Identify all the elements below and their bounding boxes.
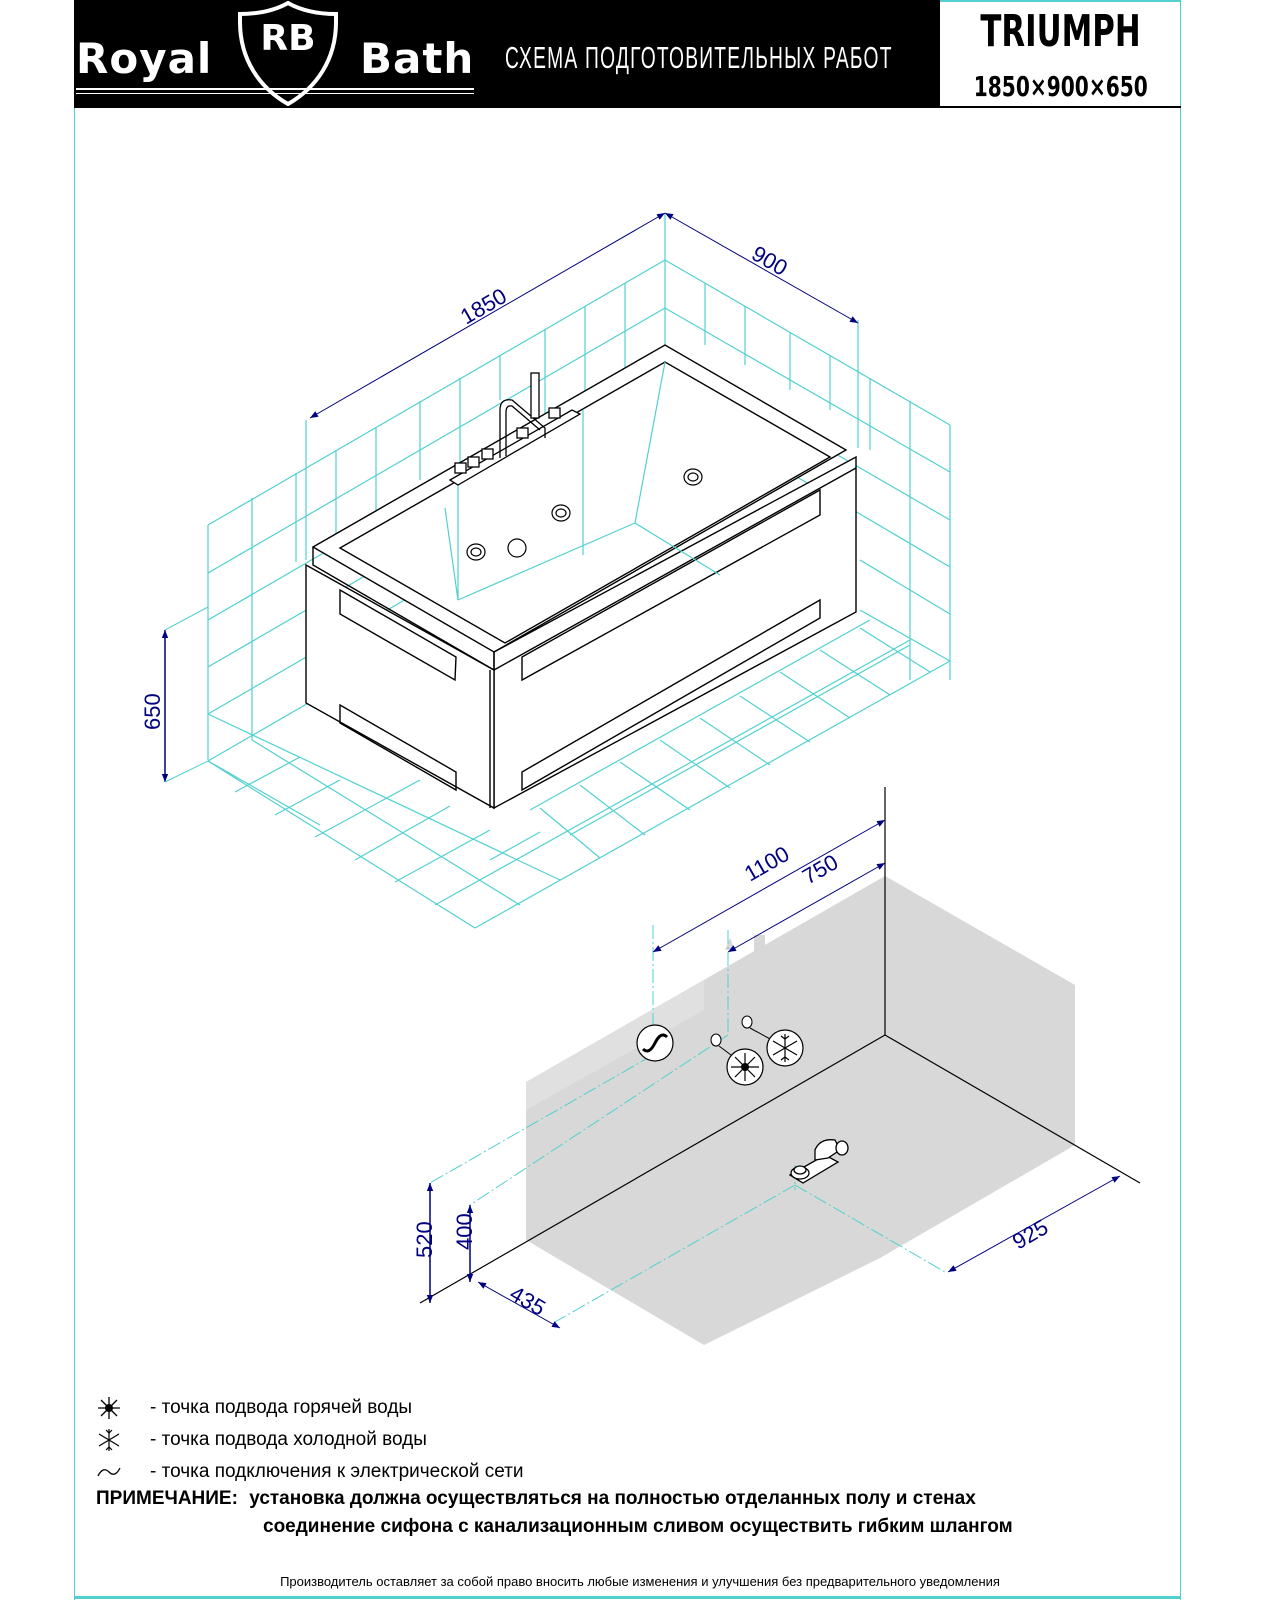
model-name: TRIUMPH (980, 6, 1141, 57)
note-line-2: соединение сифона с канализационным слив… (263, 1516, 1013, 1537)
brand-name-right: Bath (360, 34, 475, 83)
bathtub-interior (444, 361, 721, 601)
dim-water-height-label: 400 (452, 1213, 477, 1250)
bathtub (305, 344, 857, 810)
lower-wall-lines (419, 787, 1141, 1304)
header-banner (74, 0, 940, 108)
dim-water-offset-label: 750 (798, 849, 842, 889)
legend-power-text: - точка подключения к электрической сети (150, 1461, 524, 1482)
hydromassage-jets (466, 468, 703, 561)
faucet-mixer (448, 372, 582, 486)
page-title: СХЕМА ПОДГОТОВИТЕЛЬНЫХ РАБОТ (505, 40, 893, 75)
note-label: ПРИМЕЧАНИЕ: (96, 1488, 238, 1509)
note-line-1: установка должна осуществляться на полно… (249, 1488, 976, 1509)
cold-water-icon (96, 1427, 136, 1453)
dim-power-offset-label: 1100 (740, 841, 793, 886)
brand-monogram: RB (260, 18, 315, 59)
water-inlets (710, 1015, 773, 1059)
note: ПРИМЕЧАНИЕ: установка должна осуществлят… (96, 1488, 1013, 1537)
siphon-drain (788, 1139, 849, 1184)
dim-power-height-label: 520 (412, 1221, 437, 1258)
legend-item-cold-water: - точка подвода холодной воды (96, 1424, 523, 1456)
legend: - точка подвода горячей воды - точка под… (96, 1392, 523, 1488)
disclaimer: Производитель оставляет за собой право в… (280, 1574, 1000, 1589)
hot-water-icon (96, 1395, 136, 1421)
bottom-border (74, 1596, 1181, 1599)
dim-drain-wall-label: 435 (506, 1281, 550, 1321)
model-box: TRIUMPH 1850×900×650 (940, 0, 1181, 108)
legend-hot-water-text: - точка подвода горячей воды (150, 1397, 413, 1418)
dim-drain-side-label: 925 (1008, 1214, 1052, 1254)
dim-height-label: 650 (140, 693, 165, 730)
legend-item-hot-water: - точка подвода горячей воды (96, 1392, 523, 1424)
power-outlet-symbol (636, 1024, 674, 1062)
brand-name-left: Royal (76, 34, 213, 83)
brand-underline (76, 88, 474, 96)
dim-length-label: 1850 (456, 283, 511, 329)
legend-item-power: - точка подключения к электрической сети (96, 1456, 523, 1488)
power-icon (96, 1459, 136, 1485)
shield-logo-icon: RB (238, 0, 338, 107)
legend-cold-water-text: - точка подвода холодной воды (150, 1429, 427, 1450)
lower-floor-shade (526, 876, 1075, 1345)
model-size: 1850×900×650 (973, 70, 1148, 103)
dim-width-label: 900 (748, 241, 792, 281)
hot-water-symbol (726, 1048, 764, 1086)
cold-water-symbol (766, 1029, 804, 1067)
